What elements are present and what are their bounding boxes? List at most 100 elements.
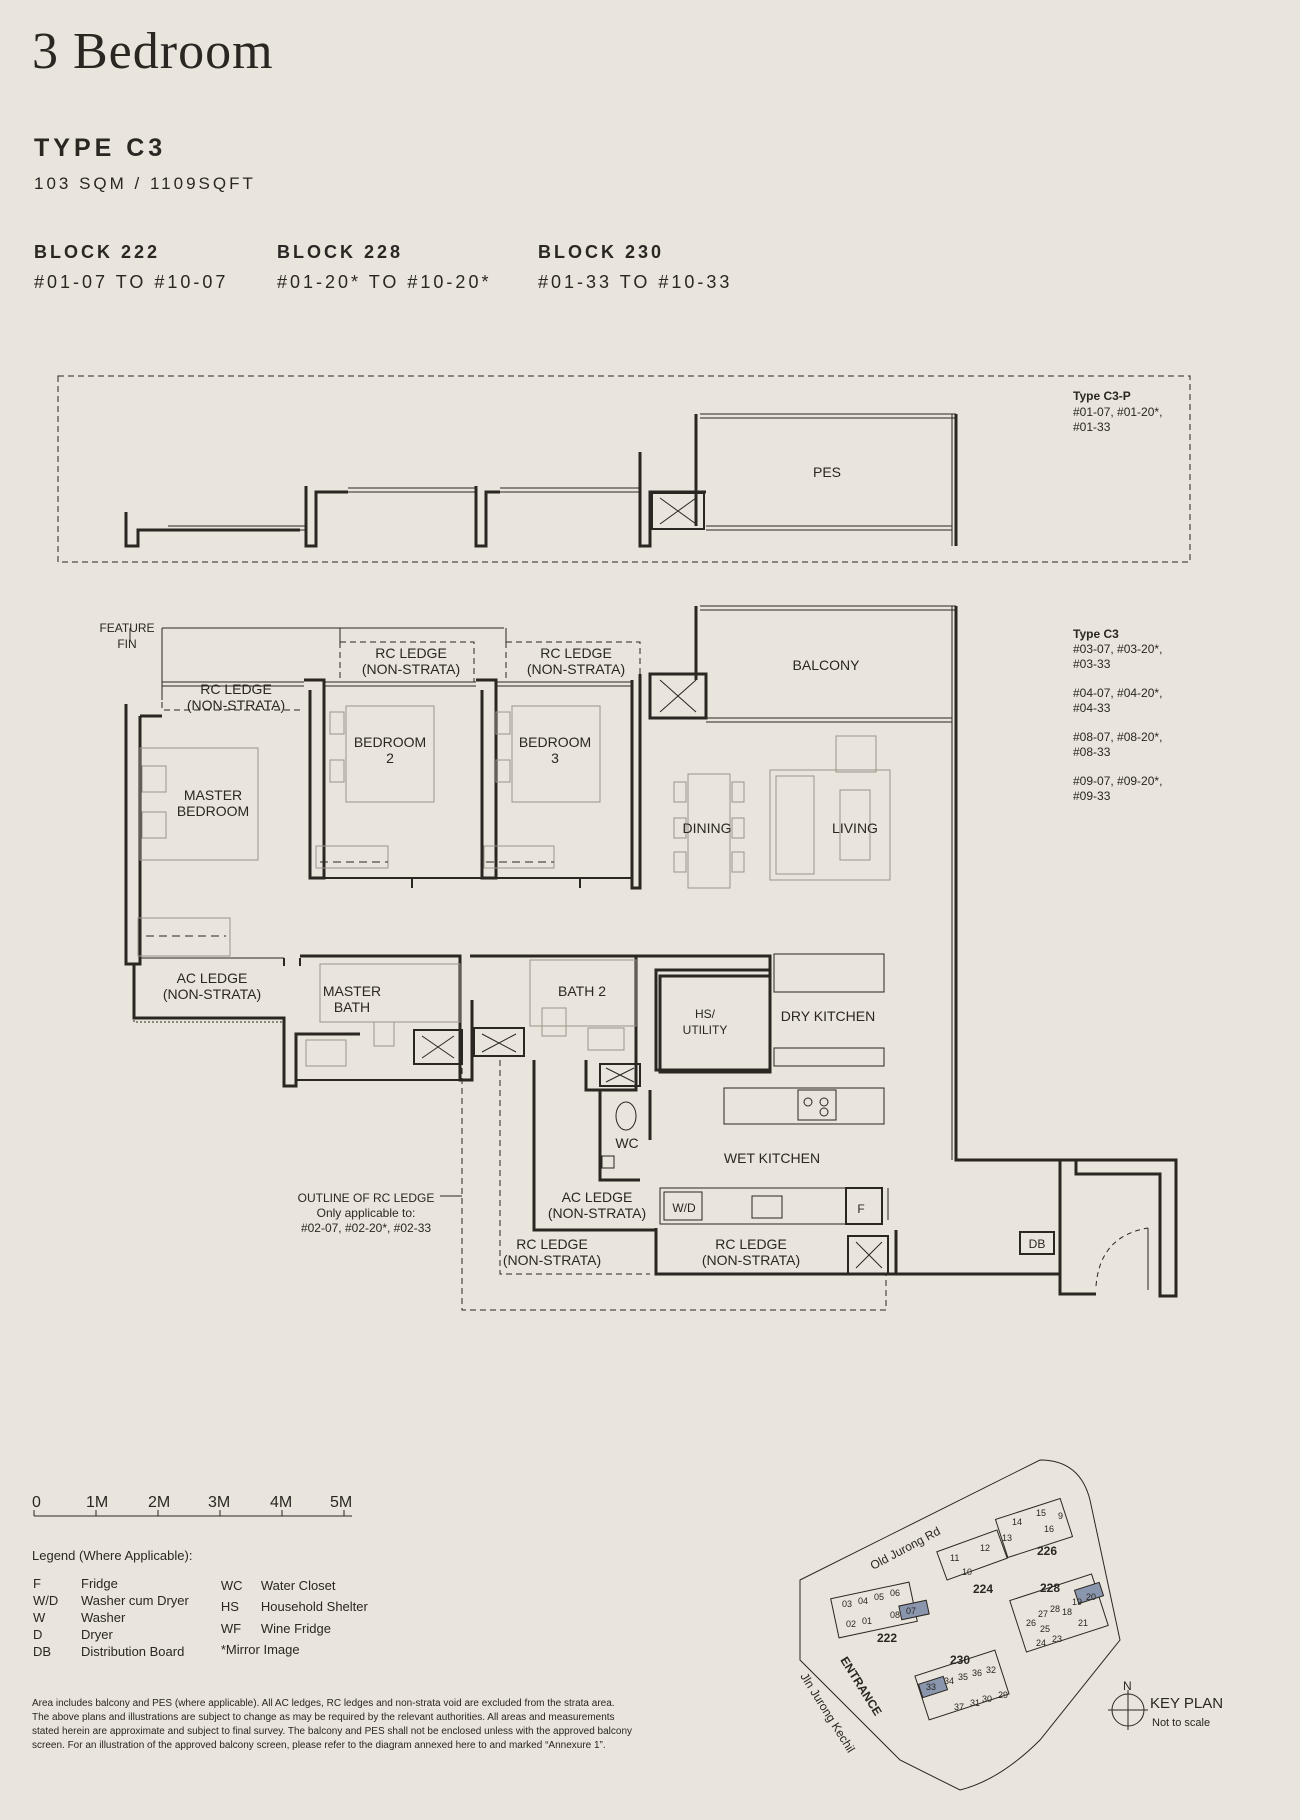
c3-g4-2: #09-33 — [1073, 789, 1111, 803]
rc-ledge-3-sub: (NON-STRATA) — [527, 661, 625, 677]
unit-226-14: 14 — [1012, 1517, 1022, 1527]
hs-utility-sub: UTILITY — [683, 1023, 728, 1037]
outline-note-2: Only applicable to: — [317, 1206, 416, 1220]
legend-code: DB — [33, 1644, 52, 1659]
bedroom2-left-wall — [304, 678, 326, 880]
bedroom3-sub: 3 — [551, 750, 559, 766]
bedroom3-label: BEDROOM — [519, 734, 591, 750]
unit-226-12: 12 — [980, 1543, 990, 1553]
legend-desc: Water Closet — [260, 1578, 336, 1594]
unit-230-36: 36 — [972, 1668, 982, 1678]
unit-228-19: 19 — [1072, 1597, 1082, 1607]
legend-code: WC — [220, 1578, 243, 1594]
c3-g3-1: #08-07, #08-20*, — [1073, 730, 1162, 744]
ac-ledge-2-sub: (NON-STRATA) — [548, 1205, 646, 1221]
scale-bar: 0 1M 2M 3M 4M 5M — [32, 1494, 352, 1517]
outline-note-1: OUTLINE OF RC LEDGE — [298, 1191, 435, 1205]
key-plan — [799, 1459, 1148, 1791]
unit-type: TYPE C3 — [34, 134, 167, 162]
rc-ledge-1-sub: (NON-STRATA) — [187, 697, 285, 713]
unit-228-26: 26 — [1026, 1618, 1036, 1628]
outline-note-3: #02-07, #02-20*, #02-33 — [301, 1221, 431, 1235]
unit-228-24: 24 — [1036, 1638, 1046, 1648]
unit-228-18: 18 — [1062, 1607, 1072, 1617]
unit-222-05: 05 — [874, 1592, 884, 1602]
block-228-label: BLOCK 228 — [277, 242, 404, 262]
unit-226-16: 16 — [1044, 1524, 1054, 1534]
unit-230-31: 31 — [970, 1698, 980, 1708]
unit-230-32: 32 — [986, 1665, 996, 1675]
block-222-key: 222 — [877, 1631, 897, 1645]
unit-226-13: 13 — [1002, 1533, 1012, 1543]
unit-230-29: 29 — [998, 1690, 1008, 1700]
legend-desc: Wine Fridge — [260, 1620, 331, 1636]
c3-type-label: Type C3 — [1073, 627, 1119, 641]
unit-230-33: 33 — [926, 1682, 936, 1692]
block-228-units: #01-20* TO #10-20* — [277, 272, 492, 292]
unit-226-9: 9 — [1058, 1511, 1063, 1521]
unit-222-04: 04 — [858, 1596, 868, 1606]
legend-code: W/D — [33, 1593, 59, 1608]
c3p-units-2: #01-33 — [1073, 420, 1111, 434]
unit-230-30: 30 — [982, 1694, 992, 1704]
key-plan-sub: Not to scale — [1152, 1717, 1210, 1729]
bedroom2-sub: 2 — [386, 750, 394, 766]
washer-dryer-label: W/D — [672, 1201, 696, 1215]
feature-fin-label-2: FIN — [117, 637, 136, 651]
block-222-label: BLOCK 222 — [34, 242, 161, 262]
unit-228-27: 27 — [1038, 1609, 1048, 1619]
c3-g1-1: #03-07, #03-20*, — [1073, 642, 1162, 656]
block-222-units: #01-07 TO #10-07 — [34, 272, 229, 292]
block-230-key: 230 — [950, 1653, 970, 1667]
wet-kitchen-label: WET KITCHEN — [724, 1150, 820, 1166]
unit-230-37: 37 — [954, 1702, 964, 1712]
scale-4m: 4M — [270, 1494, 292, 1511]
rc-ledge-2-label: RC LEDGE — [375, 645, 447, 661]
master-bath-sub: BATH — [334, 999, 370, 1015]
page-title: 3 Bedroom — [32, 23, 274, 80]
legend: Legend (Where Applicable): F Fridge W/D Wa… — [32, 1548, 369, 1660]
balcony-label: BALCONY — [793, 657, 861, 673]
unit-226-15: 15 — [1036, 1508, 1046, 1518]
scale-0: 0 — [32, 1494, 41, 1511]
feature-fin-label-1: FEATURE — [99, 621, 154, 635]
scale-1m: 1M — [86, 1494, 108, 1511]
c3p-type-label: Type C3-P — [1073, 389, 1131, 403]
unit-area: 103 SQM / 1109SQFT — [34, 174, 256, 193]
north-label: N — [1123, 1679, 1132, 1693]
db-label: DB — [1029, 1237, 1046, 1251]
ac-ledge-1-sub: (NON-STRATA) — [163, 986, 261, 1002]
master-bedroom-label: MASTER — [184, 787, 242, 803]
scale-3m: 3M — [208, 1494, 230, 1511]
entrance-label: ENTRANCE — [837, 1654, 884, 1718]
block-230-units: #01-33 TO #10-33 — [538, 272, 733, 292]
rc-ledge-4-label: RC LEDGE — [516, 1236, 588, 1252]
unit-230-34: 34 — [944, 1676, 954, 1686]
ac-ledge-1-label: AC LEDGE — [177, 970, 248, 986]
legend-code: F — [33, 1576, 41, 1591]
living-label: LIVING — [832, 820, 878, 836]
block-224-key: 224 — [973, 1582, 993, 1596]
unit-222-08: 08 — [890, 1610, 900, 1620]
pes-facade-left — [124, 486, 348, 548]
fridge-label: F — [857, 1202, 864, 1216]
legend-desc: Washer cum Dryer — [81, 1593, 189, 1608]
bedroom3-left-wall — [476, 678, 498, 880]
legend-desc: Fridge — [81, 1576, 118, 1591]
unit-228-23: 23 — [1052, 1634, 1062, 1644]
dining-label: DINING — [683, 820, 732, 836]
unit-222-01: 01 — [862, 1616, 872, 1626]
legend-code: HS — [220, 1599, 239, 1615]
c3-g2-2: #04-33 — [1073, 701, 1111, 715]
block-228-key: 228 — [1040, 1581, 1060, 1595]
legend-desc: Distribution Board — [81, 1644, 185, 1659]
legend-title: Legend (Where Applicable): — [32, 1548, 193, 1563]
scale-5m: 5M — [330, 1494, 352, 1511]
rc-ledge-1-label: RC LEDGE — [200, 681, 272, 697]
rc-ledge-4-sub: (NON-STRATA) — [503, 1252, 601, 1268]
key-plan-label: KEY PLAN — [1150, 1695, 1223, 1712]
pes-variant-box — [57, 375, 1191, 563]
rc-ledge-3-label: RC LEDGE — [540, 645, 612, 661]
